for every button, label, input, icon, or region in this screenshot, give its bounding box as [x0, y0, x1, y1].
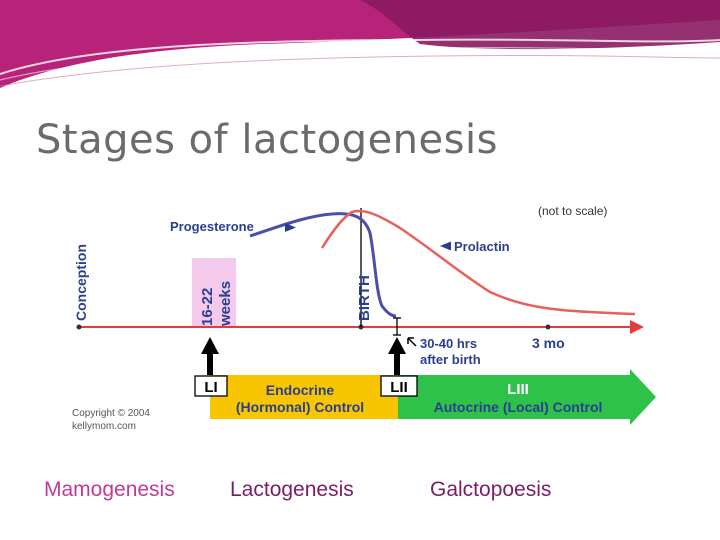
three-month-marker [545, 324, 551, 330]
hours-label-line2: after birth [420, 352, 481, 367]
copyright-line1: Copyright © 2004 [72, 408, 150, 419]
birth-label: BIRTH [356, 275, 373, 321]
prolactin-label: Prolactin [454, 239, 510, 254]
copyright-line2: kellymom.com [72, 421, 136, 432]
caption-mamogenesis: Mamogenesis [44, 478, 175, 501]
progesterone-arrow-icon [285, 223, 296, 232]
weeks-number-label: 16-22 [199, 288, 216, 326]
three-month-label: 3 mo [532, 335, 565, 351]
stage-two-up-arrow-icon [388, 337, 406, 375]
caption-lactogenesis: Lactogenesis [230, 478, 354, 501]
progesterone-label: Progesterone [170, 219, 254, 234]
hours-label-line1: 30-40 hrs [420, 336, 477, 351]
hours-pointer-icon [407, 337, 417, 347]
endocrine-subtitle: (Hormonal) Control [236, 399, 364, 415]
autocrine-subtitle: Autocrine (Local) Control [434, 399, 603, 415]
stage-one-box [194, 375, 228, 397]
prolactin-arrow-icon [440, 241, 451, 251]
caption-galactopoiesis: Galctopoesis [430, 478, 552, 501]
weeks-band [192, 258, 236, 328]
not-to-scale-note: (not to scale) [538, 204, 607, 218]
endocrine-bar [210, 375, 398, 419]
stage-two-label: LII [390, 379, 408, 396]
timeline-arrowhead [630, 320, 644, 334]
stage-one-up-arrow-icon [201, 337, 219, 375]
conception-marker [76, 324, 82, 330]
decorative-banner [0, 0, 720, 88]
autocrine-bar [398, 369, 656, 425]
weeks-unit-label: weeks [217, 281, 234, 327]
conception-label: Conception [73, 244, 89, 321]
progesterone-curve [249, 212, 397, 318]
lactogenesis-stages-diagram: 16-22 weeks Conception BIRTH Progesteron… [70, 188, 662, 436]
stage-one-label: LI [204, 379, 217, 396]
prolactin-curve [320, 209, 636, 316]
slide-title: Stages of lactogenesis [36, 116, 498, 163]
endocrine-title: Endocrine [266, 382, 335, 398]
stage-two-box [380, 375, 418, 397]
stage-three-label: LIII [507, 381, 529, 398]
